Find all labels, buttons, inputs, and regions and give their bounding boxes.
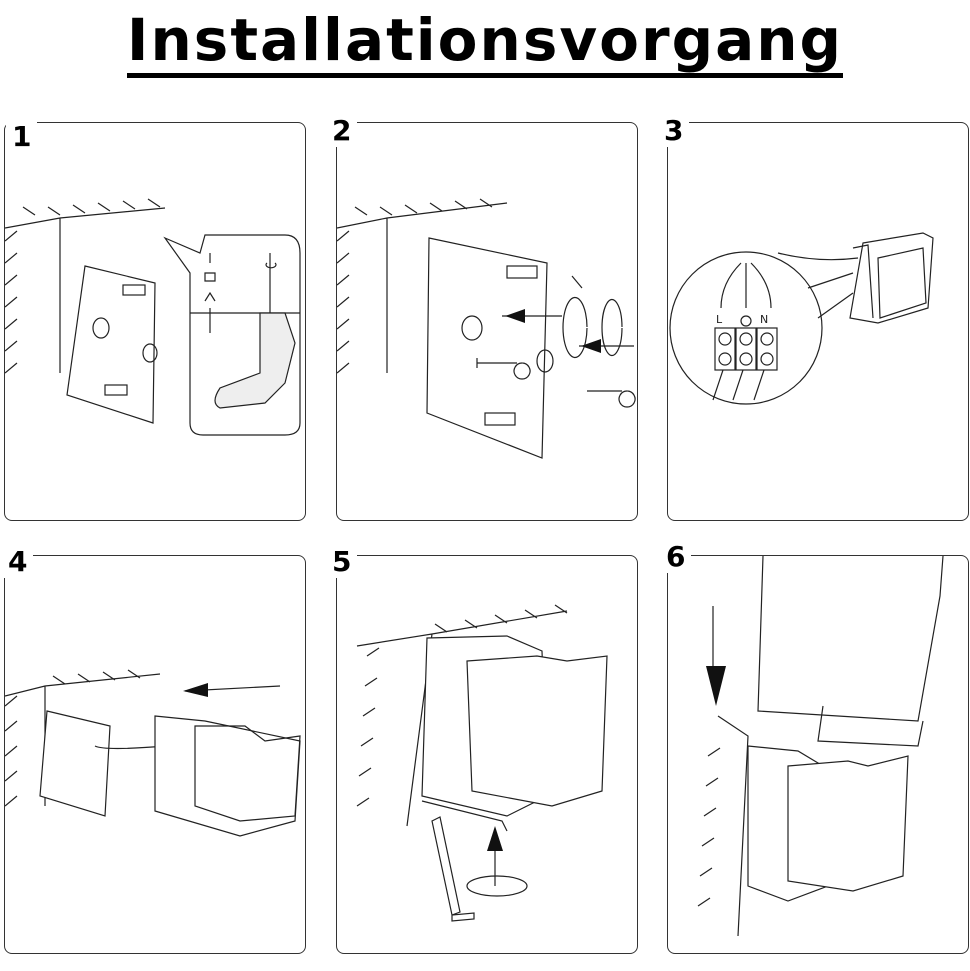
step-5-number: 5 — [326, 545, 358, 578]
step-6-illustration — [697, 556, 944, 937]
step-4-illustration — [5, 669, 301, 837]
step-1-panel — [4, 122, 306, 521]
terminal-label-live: L — [716, 313, 723, 326]
step-2-panel — [336, 122, 638, 521]
step-3-panel: L N — [667, 122, 969, 521]
step-6-panel — [667, 555, 969, 954]
step-5-panel — [336, 555, 638, 954]
step-3-illustration: L N — [669, 232, 934, 405]
title-text: Installationsvorgang — [126, 7, 844, 78]
step-4-panel — [4, 555, 306, 954]
step-5-illustration — [356, 604, 608, 922]
page-title: Installationsvorgang — [0, 6, 970, 78]
terminal-label-neutral: N — [760, 313, 768, 326]
step-4-number: 4 — [2, 545, 34, 578]
step-2-illustration — [337, 198, 636, 459]
step-1-illustration — [5, 198, 301, 436]
step-2-number: 2 — [326, 114, 358, 147]
step-1-number: 1 — [6, 120, 38, 153]
step-3-number: 3 — [658, 114, 690, 147]
step-6-number: 6 — [660, 540, 692, 573]
